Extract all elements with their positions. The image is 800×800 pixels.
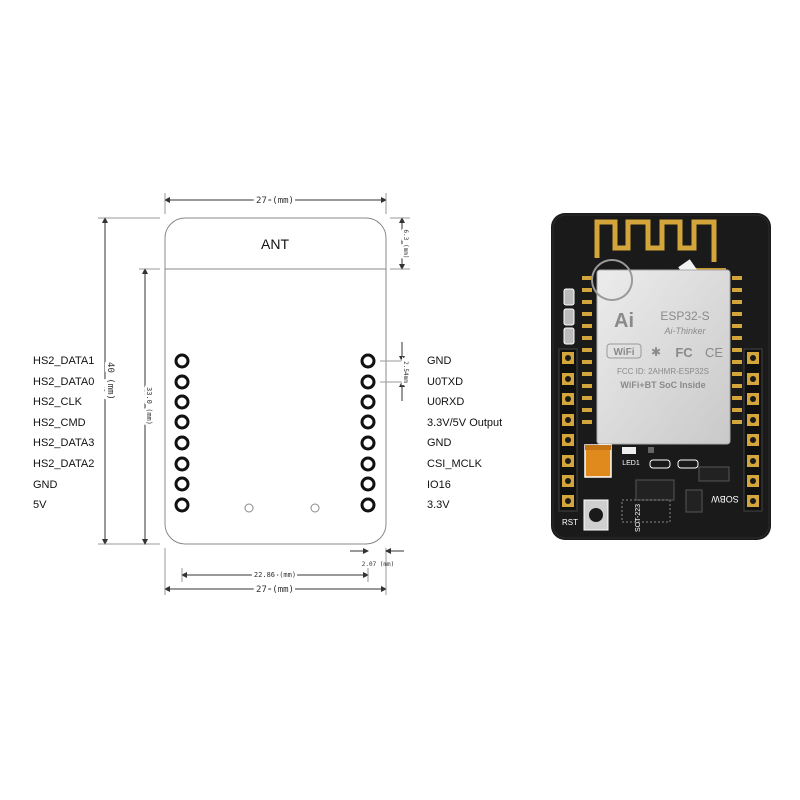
left-pin-label: HS2_DATA0 xyxy=(33,376,95,388)
right-pin-label: GND xyxy=(427,437,452,449)
pin-hole xyxy=(174,476,190,492)
pin-hole xyxy=(360,414,376,430)
height-label: 40 (mm) xyxy=(105,362,115,400)
pin-hole xyxy=(174,435,190,451)
pin-hole xyxy=(360,353,376,369)
pin-hole xyxy=(360,394,376,410)
module-name: ESP32-S xyxy=(660,309,709,323)
pin-pitch-label: 2.54mm xyxy=(402,361,409,383)
pin-span-label: 22.86 (mm) xyxy=(254,571,296,579)
chip-marking: SOBW xyxy=(711,494,739,504)
top-width-label: 27 (mm) xyxy=(256,196,294,206)
tantalum-capacitor xyxy=(584,444,612,478)
fc-mark: FC xyxy=(675,345,693,360)
antenna-height-label: 6.3 (mm) xyxy=(402,230,409,259)
antenna-label: ANT xyxy=(261,236,289,252)
right-pin-holes xyxy=(360,353,376,513)
pin-hole xyxy=(174,374,190,390)
smd-components-top xyxy=(563,288,575,345)
bluetooth-icon: ✱ xyxy=(651,345,661,359)
esp32-cam-board: Ai ESP32-S Ai-Thinker WiFi ✱ FC CE FCC I… xyxy=(551,213,771,540)
right-pin-label: GND xyxy=(427,355,452,367)
mounting-hole xyxy=(244,503,254,513)
right-pin-label: U0TXD xyxy=(427,376,464,388)
left-pin-label: HS2_CMD xyxy=(33,417,86,429)
right-pin-label: 3.3V xyxy=(427,499,450,511)
left-pin-label: HS2_DATA3 xyxy=(33,437,95,449)
pin-hole xyxy=(360,497,376,513)
pin-hole xyxy=(174,497,190,513)
bottom-width-label: 27 (mm) xyxy=(256,585,294,595)
pin-hole xyxy=(174,456,190,472)
dimension-lines xyxy=(98,193,410,595)
regulator-label: SOT-223 xyxy=(635,504,642,532)
pin-hole xyxy=(360,435,376,451)
pin-hole xyxy=(360,374,376,390)
edge-offset-label: 2.07 (mm) xyxy=(362,561,395,568)
pin-hole xyxy=(174,394,190,410)
fcc-id: FCC ID: 2AHMR-ESP32S xyxy=(617,367,709,376)
right-header xyxy=(743,348,763,512)
pin-hole xyxy=(174,353,190,369)
right-pin-label: CSI_MCLK xyxy=(427,458,483,470)
left-pin-label: 5V xyxy=(33,499,47,511)
wifi-mark-icon xyxy=(606,343,642,359)
inner-height-label: 33.0 (mm) xyxy=(145,387,153,425)
wifi-mark: WiFi xyxy=(613,347,634,358)
module-outline xyxy=(164,217,387,545)
mounting-hole xyxy=(310,503,320,513)
right-pin-label: U0RXD xyxy=(427,396,465,408)
left-pin-label: HS2_DATA2 xyxy=(33,458,95,470)
left-pin-label: HS2_CLK xyxy=(33,396,82,408)
pin-hole xyxy=(360,456,376,472)
maker-name: Ai-Thinker xyxy=(663,326,706,336)
antenna-trace xyxy=(594,219,717,262)
reset-button: RST xyxy=(562,499,609,531)
right-pin-label: IO16 xyxy=(427,479,451,491)
ce-mark: CE xyxy=(705,345,723,360)
module-outline-drawing: ANT xyxy=(164,217,387,545)
left-pin-label: HS2_DATA1 xyxy=(33,355,95,367)
left-pin-holes xyxy=(174,353,190,513)
left-header xyxy=(558,348,578,512)
right-pin-label: 3.3V/5V Output xyxy=(427,417,503,429)
led1: LED1 xyxy=(622,447,699,469)
ai-logo-icon xyxy=(591,259,633,301)
left-pin-label: GND xyxy=(33,479,58,491)
chips: SOBW SOT-223 xyxy=(621,466,739,532)
pin-hole xyxy=(360,476,376,492)
module-pads xyxy=(582,276,742,424)
dimension-labels: 27 (mm) 27 (mm) 22.86 (mm) 40 (mm) 33.0 … xyxy=(102,193,412,598)
pin-hole xyxy=(174,414,190,430)
ai-logo: Ai xyxy=(614,310,634,332)
tagline: WiFi+BT SoC Inside xyxy=(620,380,705,390)
led-label: LED1 xyxy=(622,460,640,467)
esp32-shield: Ai ESP32-S Ai-Thinker WiFi ✱ FC CE FCC I… xyxy=(591,259,731,445)
reset-label: RST xyxy=(562,518,578,527)
